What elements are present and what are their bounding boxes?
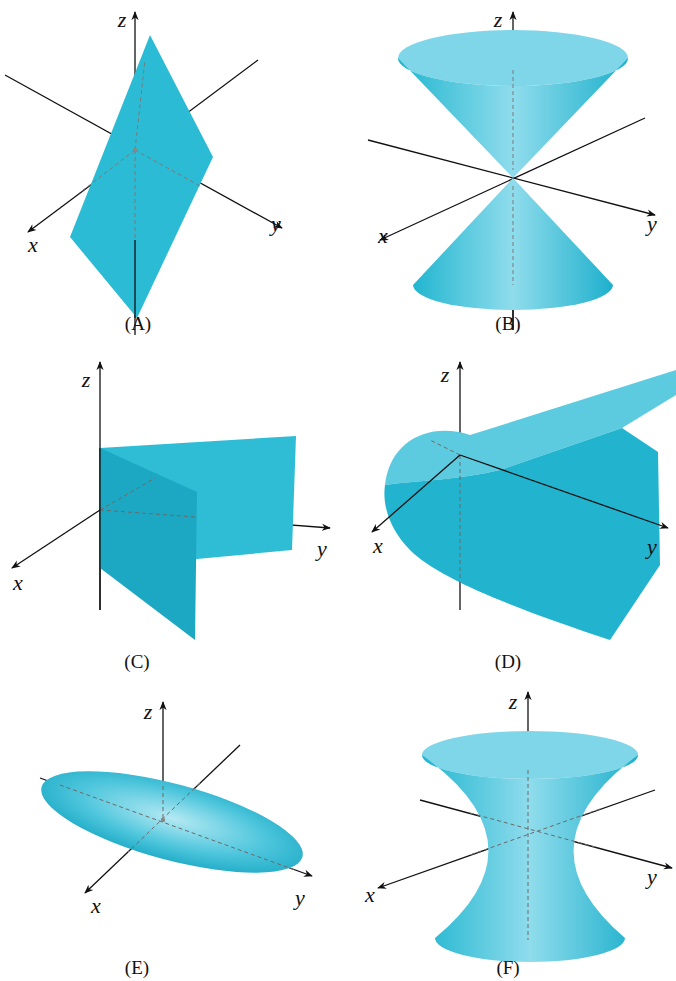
axis-label: y — [271, 213, 281, 235]
panel-caption: (C) — [124, 652, 149, 671]
axis-label: x — [91, 895, 101, 917]
axis-label: x — [28, 234, 38, 256]
axis-label: x — [378, 225, 388, 247]
axis-label: x — [13, 572, 23, 594]
axis-label: y — [295, 887, 305, 909]
panel-a-plane — [5, 12, 282, 335]
axis-label: z — [144, 701, 153, 723]
panel-c-vertical-plane — [12, 362, 330, 640]
panel-caption: (A) — [125, 314, 151, 333]
panel-b-cone — [368, 12, 655, 330]
axis-label: z — [441, 364, 450, 386]
axis-label: z — [494, 9, 503, 31]
panel-f-hyperboloid — [378, 692, 672, 962]
axis-label: z — [82, 369, 91, 391]
panel-d-parabolic-cylinder — [372, 362, 676, 640]
panel-e-ellipsoid — [32, 702, 312, 894]
panel-caption: (E) — [125, 958, 149, 977]
axis-label: y — [317, 538, 327, 560]
axis-label: z — [118, 9, 127, 31]
panel-caption: (F) — [496, 958, 519, 977]
axis-label: y — [647, 536, 657, 558]
panel-caption: (B) — [495, 314, 520, 333]
axis-label: y — [647, 213, 657, 235]
axis-label: y — [647, 866, 657, 888]
axis-label: z — [509, 691, 518, 713]
axis-label: x — [365, 884, 375, 906]
panel-caption: (D) — [495, 652, 521, 671]
axis-label: x — [373, 535, 383, 557]
